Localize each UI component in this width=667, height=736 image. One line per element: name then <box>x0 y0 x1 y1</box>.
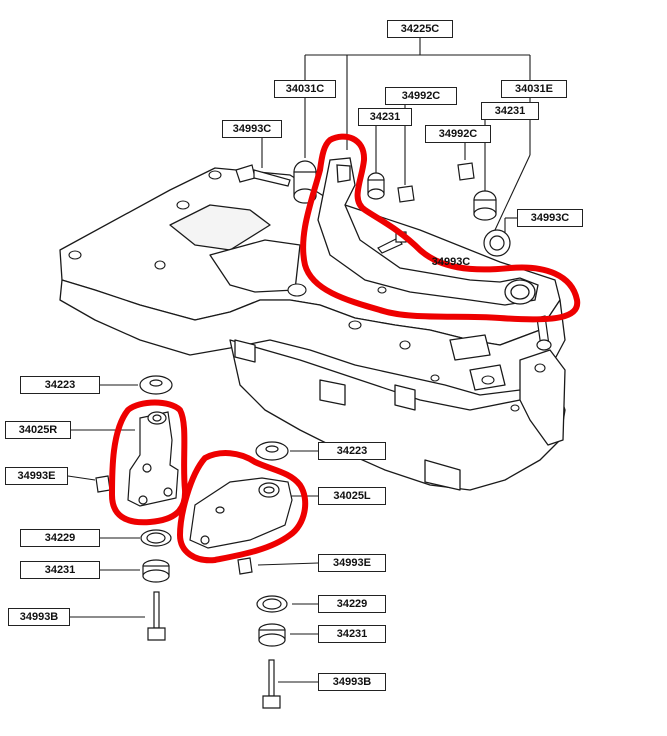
label-34223-left: 34223 <box>20 376 100 394</box>
highlight-marks <box>109 133 581 564</box>
label-34223-right: 34223 <box>318 442 386 460</box>
label-34993e-right: 34993E <box>318 554 386 572</box>
top-hardware <box>235 160 552 351</box>
mount-right-assembly <box>95 375 179 641</box>
label-34231-b: 34231 <box>481 102 539 120</box>
label-34993b-left: 34993B <box>8 608 70 626</box>
highlight-mount-left <box>177 450 309 564</box>
label-34225c: 34225C <box>387 20 453 38</box>
lateral-arm <box>317 157 539 306</box>
subframe-crossmember <box>59 167 566 491</box>
highlight-lateral-arm <box>300 133 581 323</box>
label-34025l: 34025L <box>318 487 386 505</box>
label-34231-left: 34231 <box>20 561 100 579</box>
label-34993c-top: 34993C <box>222 120 282 138</box>
label-34031e: 34031E <box>501 80 567 98</box>
label-34229-left: 34229 <box>20 529 100 547</box>
label-34231-a: 34231 <box>358 108 412 126</box>
label-34025r: 34025R <box>5 421 71 439</box>
label-34992c-a: 34992C <box>385 87 457 105</box>
label-34231-right: 34231 <box>318 625 386 643</box>
label-34993-arm: 34993C <box>431 256 471 268</box>
mount-left-assembly <box>189 441 293 709</box>
label-34229-right: 34229 <box>318 595 386 613</box>
label-34993e-left: 34993E <box>5 467 68 485</box>
label-34992c-b: 34992C <box>425 125 491 143</box>
highlight-mount-right <box>109 399 189 526</box>
label-34031c: 34031C <box>274 80 336 98</box>
label-34993c-right: 34993C <box>517 209 583 227</box>
label-34993b-right: 34993B <box>318 673 386 691</box>
